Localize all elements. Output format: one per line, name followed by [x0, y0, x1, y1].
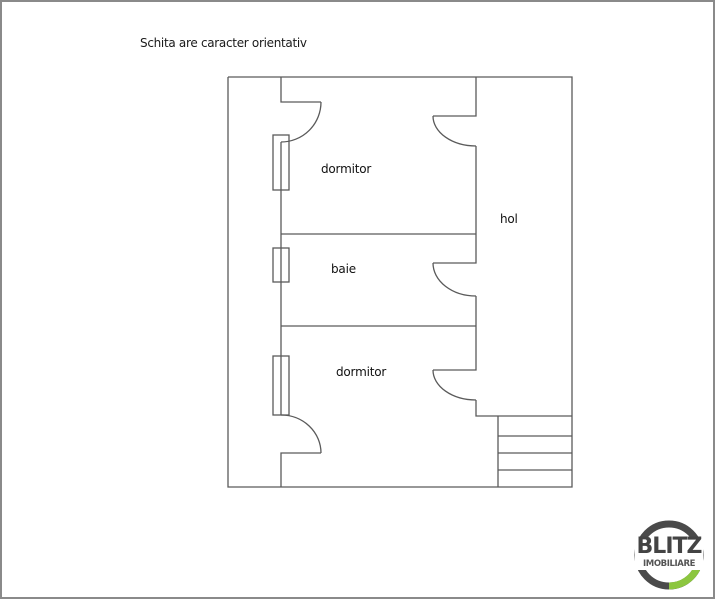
door-arc-bottom-left [280, 414, 322, 454]
door-arc-bathroom [432, 262, 477, 297]
room-label-bedroom-top: dormitor [321, 162, 372, 176]
hall-wall-lower [433, 326, 477, 371]
window-bathroom [272, 247, 290, 283]
inner-wall-upper [280, 77, 321, 103]
room-label-hall: hol [500, 212, 518, 226]
hall-wall-mid-1 [433, 146, 477, 264]
hall-wall-bottom [475, 400, 498, 417]
door-arc-top-left [280, 101, 322, 143]
blitz-imobiliare-logo: BLITZ IMOBILIARE [633, 519, 705, 591]
logo-ring-icon [634, 520, 704, 590]
disclaimer-caption: Schita are caracter orientativ [140, 36, 307, 50]
window-bedroom-bottom [272, 355, 290, 416]
room-label-bathroom: baie [331, 262, 356, 276]
door-arc-bedroom-top [432, 115, 477, 147]
outer-wall-left [227, 76, 573, 488]
window-bedroom-top [272, 134, 290, 191]
logo-text-blitz: BLITZ [636, 534, 703, 559]
logo-text-imobiliare: IMOBILIARE [643, 559, 695, 569]
inner-wall-lower [280, 452, 321, 487]
hall-wall-top [433, 77, 477, 117]
room-label-bedroom-bottom: dormitor [336, 365, 387, 379]
door-arc-bedroom-bottom [432, 369, 477, 401]
